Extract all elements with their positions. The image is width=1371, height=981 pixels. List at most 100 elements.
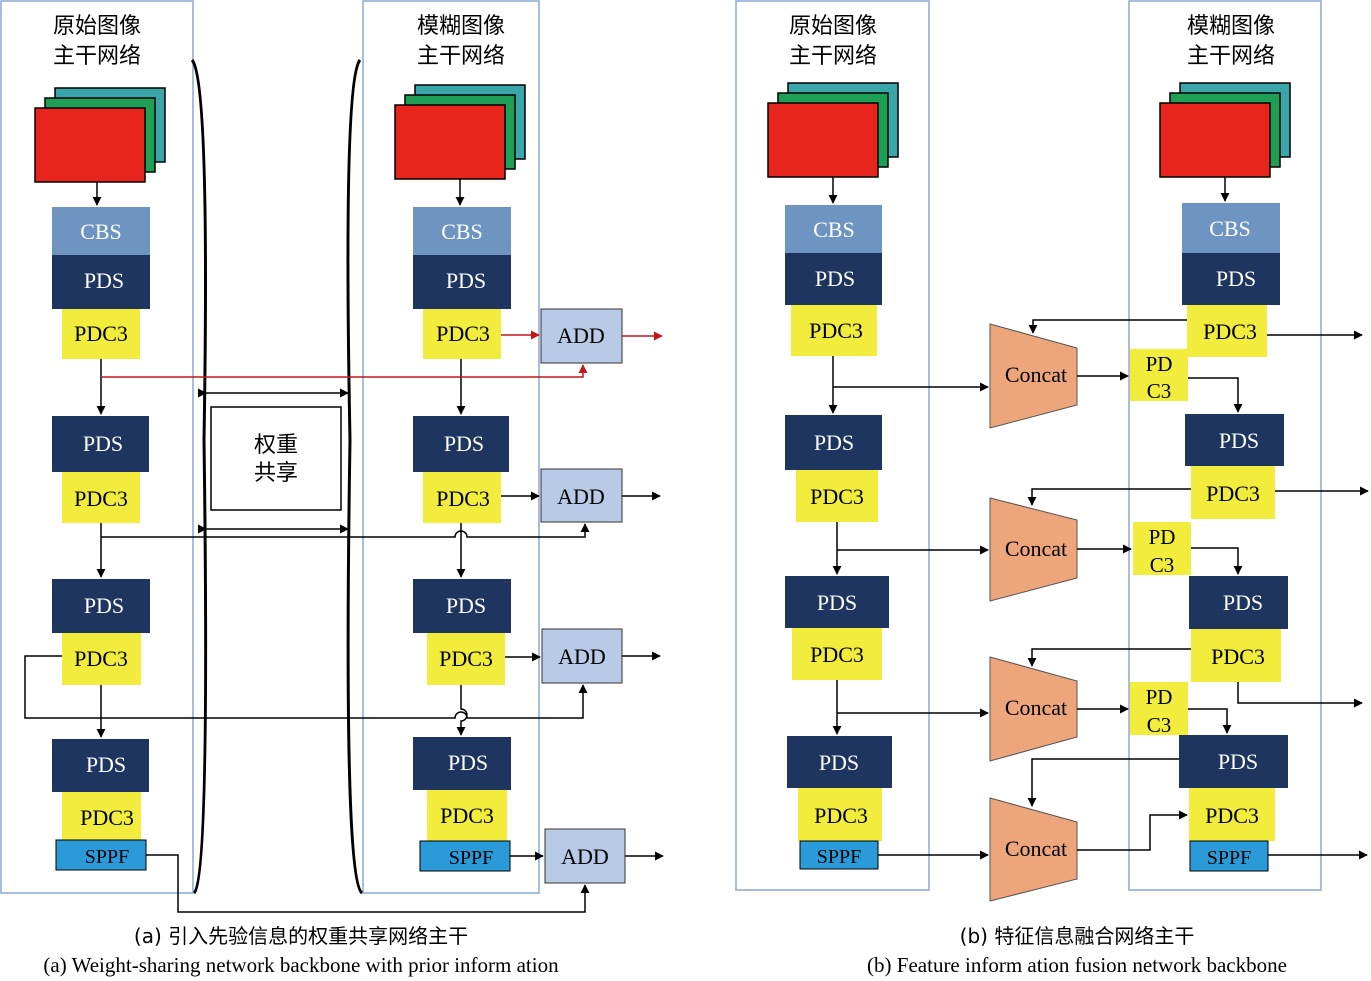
a-right-pdc3-block-4: [427, 790, 507, 841]
a-add-block-2: [540, 468, 623, 523]
a-right-pdc3-label-1: PDC3: [436, 321, 490, 346]
a-left-pdc3-label-3: PDC3: [74, 646, 128, 671]
b-caption-zh: (b) 特征信息融合网络主干: [960, 924, 1195, 948]
a-flow-arrows: [24, 179, 664, 913]
a-right-pds-label-2: PDS: [444, 431, 484, 456]
a-right-cbs-block: [413, 207, 511, 255]
a-right-sppf-label: SPPF: [449, 847, 494, 869]
a-add-label-2: ADD: [557, 484, 605, 509]
b-right-pdc3-block-1: [1187, 305, 1267, 357]
b-left-sppf-block: [799, 840, 879, 870]
a-left-pds-block-2: [52, 416, 149, 472]
b-pdc3-split-block-1: [1130, 349, 1188, 401]
a-shared-bracket-left: [190, 59, 208, 895]
b-left-pds-label-2: PDS: [814, 430, 854, 455]
b-left-cbs-label: CBS: [813, 217, 855, 242]
b-right-pds-block-3: [1189, 576, 1288, 629]
a-right-column-frame: [362, 0, 540, 894]
b-right-pds-block-2: [1185, 414, 1284, 466]
a-right-pds-block-2: [413, 416, 509, 472]
a-left-cbs-label: CBS: [80, 219, 122, 244]
b-left-pdc3-block-4: [798, 788, 882, 841]
a-left-pdc3-label-1: PDC3: [74, 321, 128, 346]
b-left-title-line2: 主干网络: [789, 44, 877, 69]
a-left-pdc3-block-1: [62, 309, 140, 359]
b-right-pdc3-block-2: [1191, 466, 1275, 519]
b-left-column-frame: [735, 0, 930, 891]
b-right-column-frame: [1128, 0, 1322, 891]
a-left-pds-label-4: PDS: [86, 752, 126, 777]
a-right-pds-label-1: PDS: [446, 268, 486, 293]
a-add-block-4: [544, 828, 626, 884]
a-right-pds-label-3: PDS: [446, 593, 486, 618]
b-left-pds-label-3: PDS: [817, 590, 857, 615]
b-left-pds-block-1: [785, 253, 882, 305]
b-right-pds-label-4: PDS: [1218, 749, 1258, 774]
b-left-pds-block-2: [785, 415, 882, 470]
b-left-pds-block-3: [785, 576, 889, 628]
b-pdc3-split-label-2b: C3: [1150, 553, 1175, 577]
b-pdc3-split-block-2: [1133, 522, 1191, 575]
a-right-pds-block-1: [413, 255, 511, 309]
b-left-pds-label-4: PDS: [819, 750, 859, 775]
a-red-connections: [101, 330, 663, 378]
b-right-pds-label-3: PDS: [1223, 590, 1263, 615]
a-left-image-stack: [34, 87, 166, 183]
b-right-title-line1: 模糊图像: [1187, 14, 1275, 39]
b-concat-block-3: [989, 656, 1078, 762]
a-left-title-line2: 主干网络: [53, 44, 141, 69]
a-left-pds-label-3: PDS: [84, 593, 124, 618]
b-left-pdc3-label-3: PDC3: [810, 642, 864, 667]
a-left-sppf-label: SPPF: [85, 846, 130, 868]
a-right-pdc3-label-2: PDC3: [436, 486, 490, 511]
b-right-pdc3-block-3: [1191, 629, 1281, 682]
b-concat-label-3: Concat: [1005, 695, 1067, 720]
b-right-pds-block-4: [1179, 735, 1288, 788]
b-left-title-line1: 原始图像: [789, 14, 877, 39]
a-left-pdc3-block-4: [62, 792, 141, 840]
panel-a: 原始图像 主干网络 模糊图像 主干网络 CBS PDS PDC3 PDS PDC…: [0, 0, 664, 977]
b-left-pds-label-1: PDS: [815, 266, 855, 291]
b-right-cbs-label: CBS: [1209, 216, 1251, 241]
a-right-pdc3-label-3: PDC3: [439, 646, 493, 671]
b-pdc3-split-label-2a: PD: [1149, 525, 1176, 549]
b-pdc3-split-block-3: [1130, 682, 1188, 735]
b-concat-block-4: [989, 797, 1078, 902]
b-pdc3-split-label-3a: PD: [1146, 685, 1173, 709]
b-left-image-stack: [767, 82, 899, 178]
a-right-pds-label-4: PDS: [448, 750, 488, 775]
b-right-cbs-block: [1182, 203, 1280, 253]
a-right-pdc3-block-2: [423, 472, 501, 523]
a-left-pds-block-1: [52, 255, 150, 309]
a-add-label-1: ADD: [557, 323, 605, 348]
b-caption-en: (b) Feature inform ation fusion network …: [867, 953, 1287, 977]
a-right-title-line2: 主干网络: [417, 44, 505, 69]
b-pdc3-split-label-3b: C3: [1147, 713, 1172, 737]
a-shared-weights-box: [210, 406, 342, 511]
b-right-pdc3-label-4: PDC3: [1205, 803, 1259, 828]
b-left-sppf-label: SPPF: [817, 846, 862, 868]
a-add-label-4: ADD: [561, 844, 609, 869]
a-left-pdc3-label-4: PDC3: [80, 805, 134, 830]
b-right-pds-label-1: PDS: [1216, 266, 1256, 291]
b-left-cbs-block: [785, 205, 882, 253]
a-left-pdc3-block-3: [62, 633, 141, 685]
b-flow-arrows: [828, 177, 1369, 860]
a-left-pds-block-3: [52, 579, 150, 633]
b-left-pds-block-4: [787, 736, 892, 788]
b-right-title-line2: 主干网络: [1187, 44, 1275, 69]
b-left-pdc3-block-1: [791, 305, 877, 356]
b-concat-label-2: Concat: [1005, 536, 1067, 561]
a-left-title-line1: 原始图像: [53, 14, 141, 39]
a-add-block-1: [540, 308, 623, 364]
a-caption-zh: (a) 引入先验信息的权重共享网络主干: [134, 924, 468, 948]
a-shared-weights-label-2: 共享: [254, 461, 298, 486]
b-right-pds-block-1: [1182, 253, 1280, 305]
b-left-pdc3-label-4: PDC3: [814, 803, 868, 828]
a-right-pds-block-4: [413, 737, 511, 790]
b-right-pdc3-label-2: PDC3: [1206, 481, 1260, 506]
b-right-pds-label-2: PDS: [1219, 428, 1259, 453]
b-pdc3-split-label-1a: PD: [1146, 352, 1173, 376]
a-shared-bracket-right: [346, 59, 364, 895]
